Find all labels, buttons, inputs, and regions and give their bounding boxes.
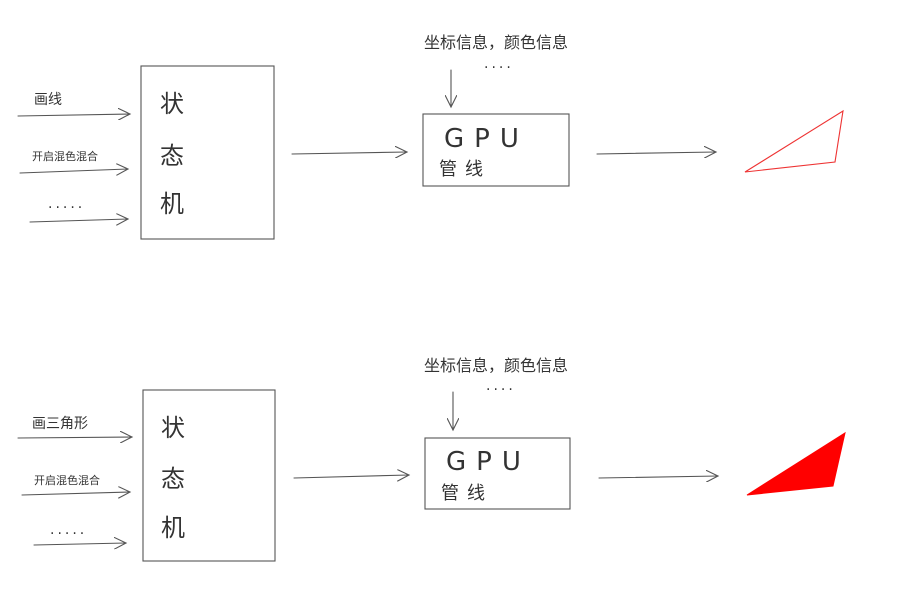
state-machine-char-1: 状 (161, 414, 185, 442)
input-label-ellipsis: ..... (48, 196, 85, 212)
state-machine-char-3: 机 (161, 514, 185, 542)
input-label-blend: 开启混色混合 (32, 149, 98, 163)
input-label-blend: 开启混色混合 (34, 473, 100, 487)
gpu-to-result-arrow (598, 476, 718, 478)
gpu-title: GPU (444, 124, 529, 154)
gpu-subtitle: 管线 (441, 483, 493, 504)
state-machine-char-2: 态 (161, 465, 185, 493)
gpu-info-ellipsis: .... (486, 378, 516, 394)
input-label-draw-triangle: 画三角形 (32, 416, 88, 432)
input-label-ellipsis: ..... (50, 522, 87, 538)
gpu-to-result-arrow (596, 152, 716, 154)
input-arrow (21, 492, 130, 495)
state-to-gpu-arrow (291, 152, 407, 154)
state-to-gpu-arrow (293, 475, 409, 478)
gpu-pipeline-box (422, 113, 570, 187)
gpu-title: GPU (446, 447, 531, 477)
gpu-info-label: 坐标信息，颜色信息 (424, 33, 568, 52)
gpu-info-ellipsis: .... (484, 56, 514, 72)
input-arrow (19, 169, 128, 173)
state-machine-char-1: 状 (160, 90, 184, 118)
input-arrow (17, 114, 130, 116)
input-arrow (33, 543, 126, 545)
result-triangle-filled (746, 431, 846, 496)
panel-1: 画线 开启混色混合 ..... 状 态 机 坐标信息，颜色信息 .... GPU… (17, 33, 844, 240)
input-arrow (17, 437, 132, 438)
state-machine-box (142, 389, 276, 562)
gpu-subtitle: 管线 (439, 159, 491, 180)
state-machine-char-2: 态 (160, 142, 184, 170)
input-arrow (29, 219, 128, 222)
result-triangle-outline (744, 109, 844, 173)
panel-2: 画三角形 开启混色混合 ..... 状 态 机 坐标信息，颜色信息 .... G… (17, 356, 846, 562)
gpu-info-label: 坐标信息，颜色信息 (424, 356, 568, 375)
state-machine-box (140, 65, 275, 240)
state-machine-char-3: 机 (160, 190, 184, 218)
gpu-pipeline-box (424, 437, 571, 510)
input-label-draw-line: 画线 (34, 92, 62, 108)
